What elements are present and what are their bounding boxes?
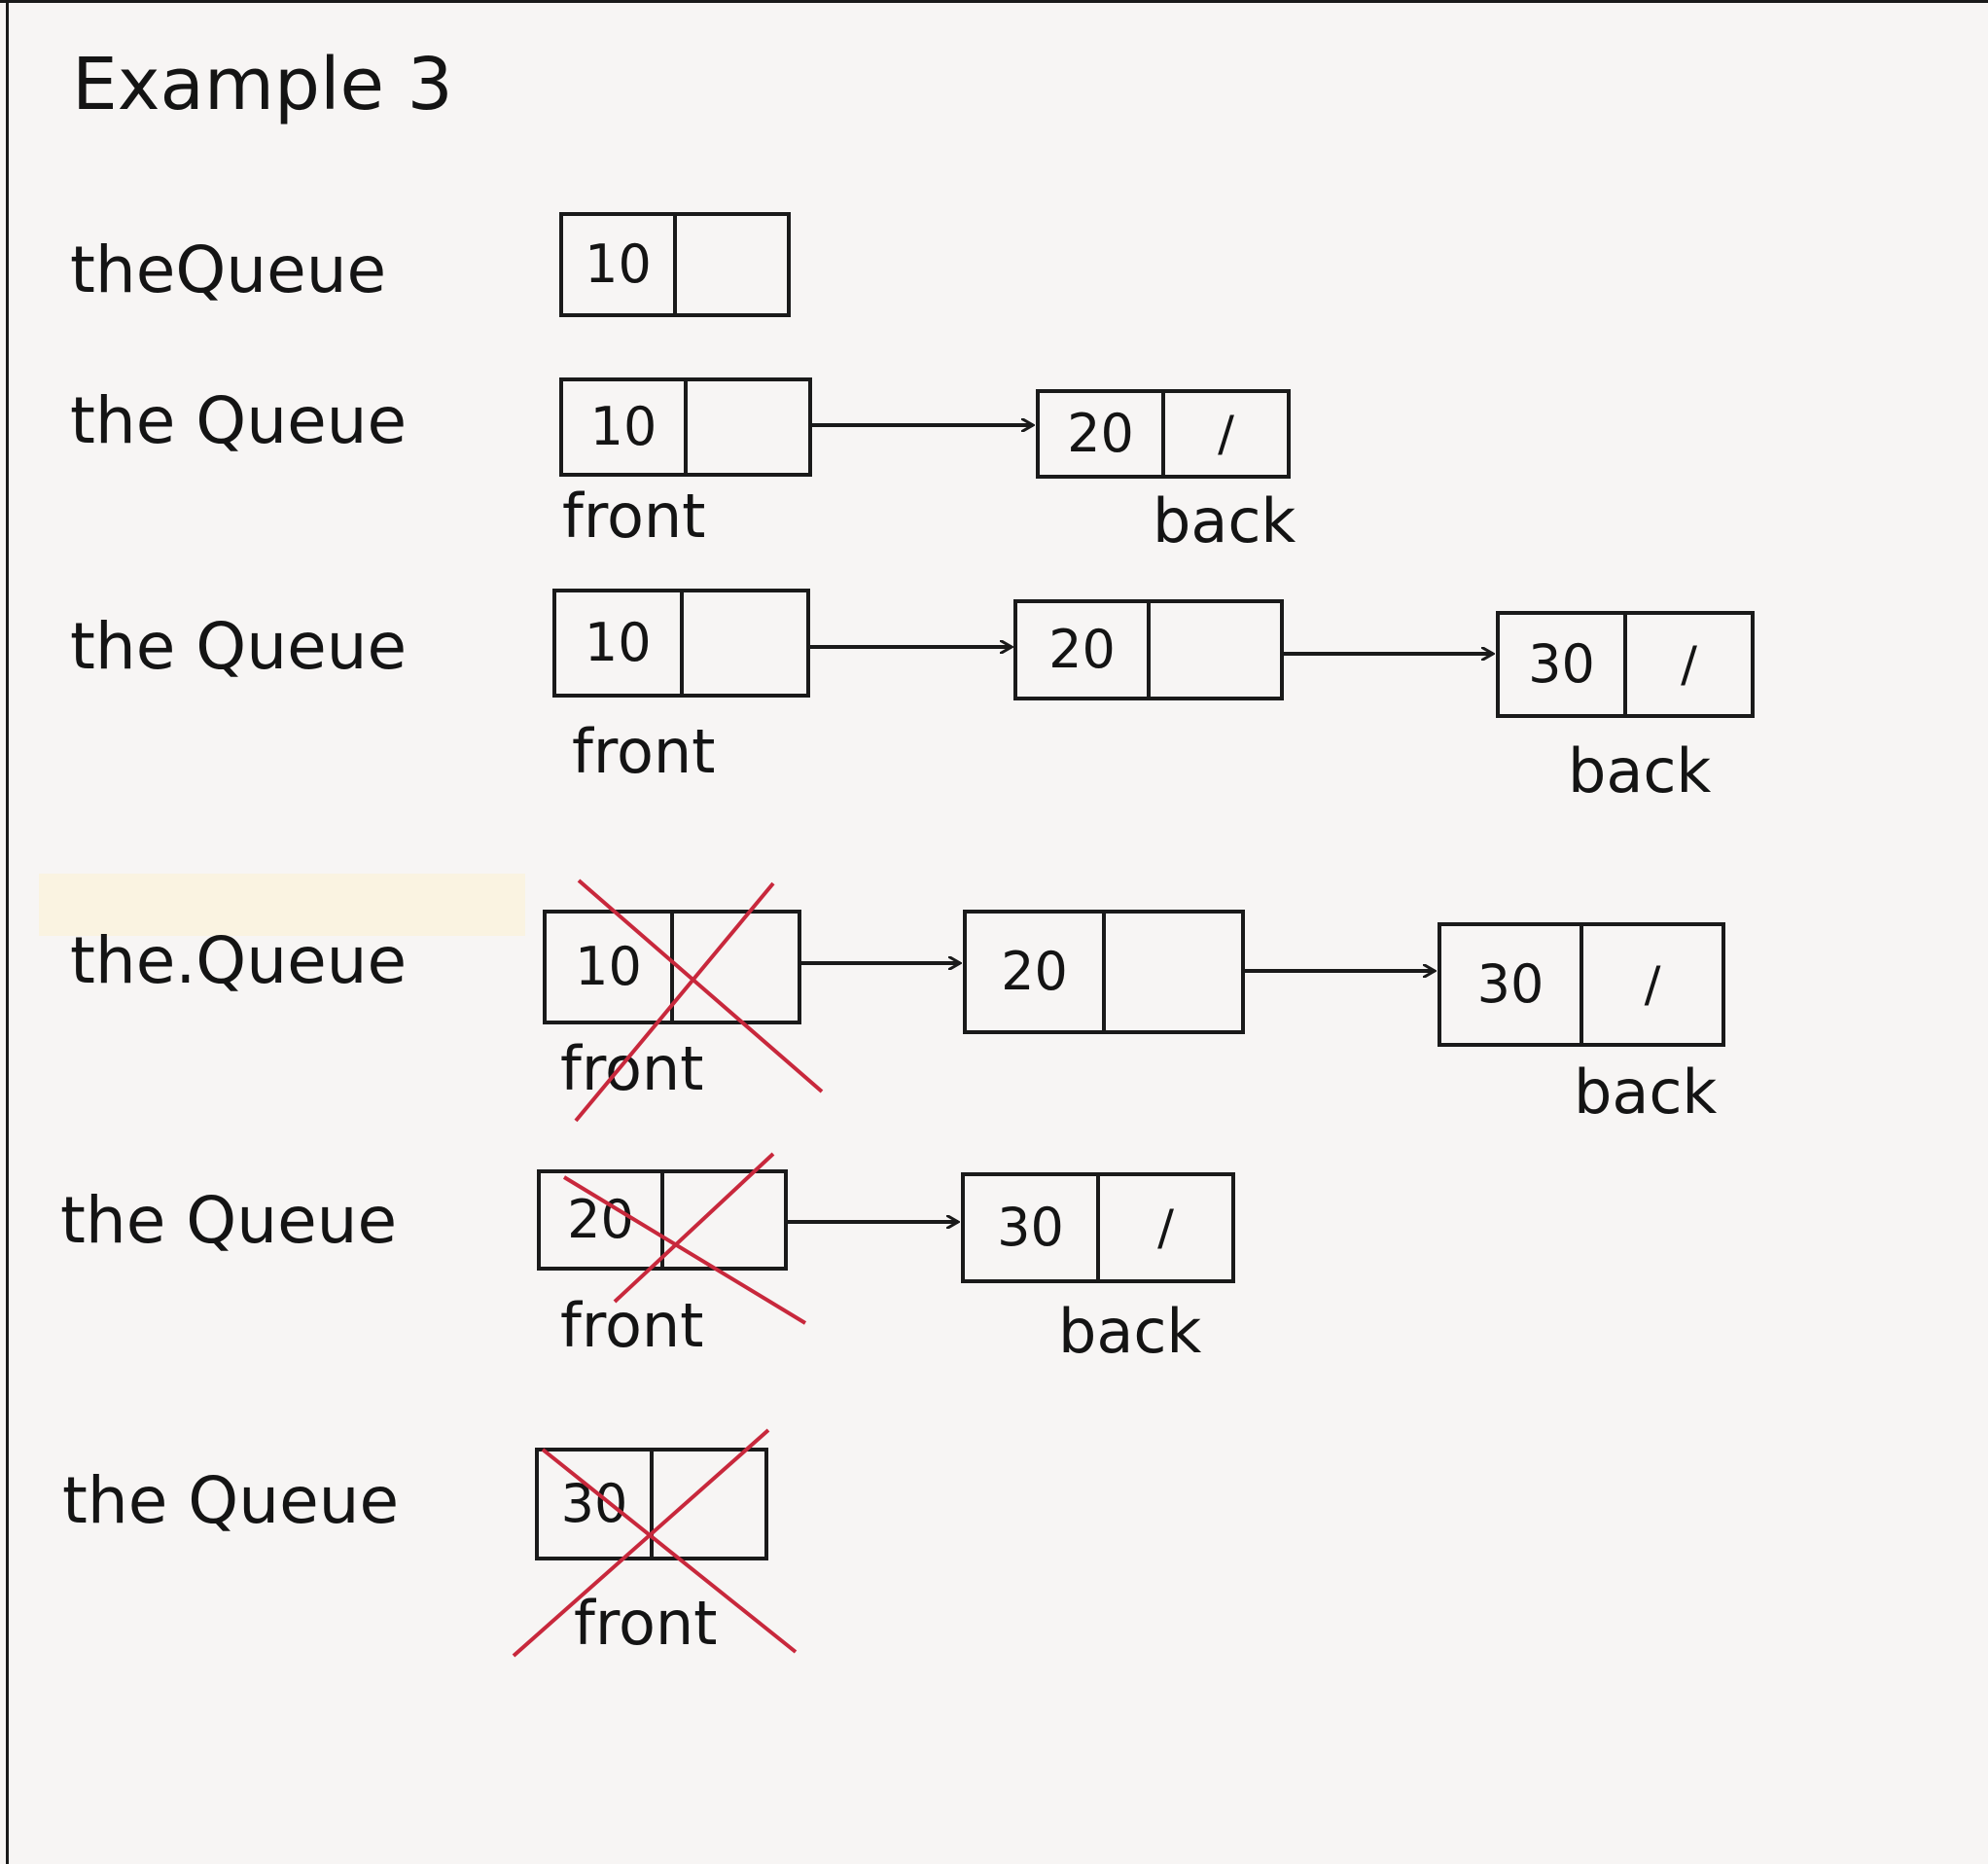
row5-node-20: 20 xyxy=(537,1169,788,1271)
row4-node-20-value: 20 xyxy=(1001,941,1068,1002)
page-border-top xyxy=(0,0,1988,3)
row4-node-30-next: / xyxy=(1580,926,1722,1043)
row4-back-label: back xyxy=(1574,1057,1718,1128)
row3-queue-label: the Queue xyxy=(70,609,408,684)
row3-node-30: 30 / xyxy=(1496,611,1755,718)
row3-node-10-next xyxy=(679,592,807,694)
row5-node-30-value: 30 xyxy=(997,1197,1064,1258)
row3-back-label: back xyxy=(1568,735,1712,807)
row6-node-30-value: 30 xyxy=(560,1473,628,1534)
row2-node-20: 20 / xyxy=(1036,389,1291,479)
row4-queue-label: the.Queue xyxy=(70,923,408,998)
row5-front-label: front xyxy=(560,1290,704,1361)
row6-node-30: 30 xyxy=(535,1448,768,1560)
row2-node-10-value: 10 xyxy=(589,396,657,457)
row1-node-10: 10 xyxy=(559,212,791,317)
page-border-left xyxy=(6,0,9,1864)
row3-node-20: 20 xyxy=(1013,599,1284,700)
row2-back-label: back xyxy=(1153,485,1296,556)
page-title: Example 3 xyxy=(72,43,453,126)
row2-node-20-next: / xyxy=(1161,393,1287,475)
row4-node-10-next xyxy=(670,914,798,1021)
row4-node-20-next xyxy=(1102,914,1241,1030)
row2-queue-label: the Queue xyxy=(70,383,408,458)
row2-node-20-value: 20 xyxy=(1067,403,1134,464)
row2-node-10: 10 xyxy=(559,377,812,477)
row5-node-30-next: / xyxy=(1096,1176,1231,1279)
row6-node-30-next xyxy=(650,1452,764,1557)
row5-queue-label: the Queue xyxy=(60,1183,398,1258)
row4-node-30: 30 / xyxy=(1438,922,1725,1047)
row1-node-10-value: 10 xyxy=(585,233,652,295)
row3-node-10-value: 10 xyxy=(584,612,652,673)
row4-node-20: 20 xyxy=(963,910,1245,1034)
row1-queue-label: theQueue xyxy=(70,233,387,307)
row3-front-label: front xyxy=(572,716,716,787)
row5-node-30: 30 / xyxy=(961,1172,1235,1283)
row2-front-label: front xyxy=(562,481,706,552)
row2-node-10-next xyxy=(684,381,808,473)
row4-node-10-value: 10 xyxy=(575,936,642,997)
highlighter-mark xyxy=(39,874,525,936)
row3-node-20-next xyxy=(1147,603,1280,697)
row3-node-30-value: 30 xyxy=(1528,633,1595,695)
row3-node-20-value: 20 xyxy=(1048,619,1116,680)
row5-node-20-next xyxy=(660,1173,784,1267)
row5-node-20-value: 20 xyxy=(567,1189,634,1250)
row5-back-label: back xyxy=(1058,1296,1202,1367)
row4-front-label: front xyxy=(560,1033,704,1104)
row1-node-10-next xyxy=(673,216,787,313)
row3-node-30-next: / xyxy=(1623,615,1751,714)
row4-node-30-value: 30 xyxy=(1476,953,1544,1015)
row3-node-10: 10 xyxy=(552,589,810,698)
row6-front-label: front xyxy=(574,1588,718,1659)
row6-queue-label: the Queue xyxy=(62,1463,400,1538)
row4-node-10: 10 xyxy=(543,910,801,1024)
